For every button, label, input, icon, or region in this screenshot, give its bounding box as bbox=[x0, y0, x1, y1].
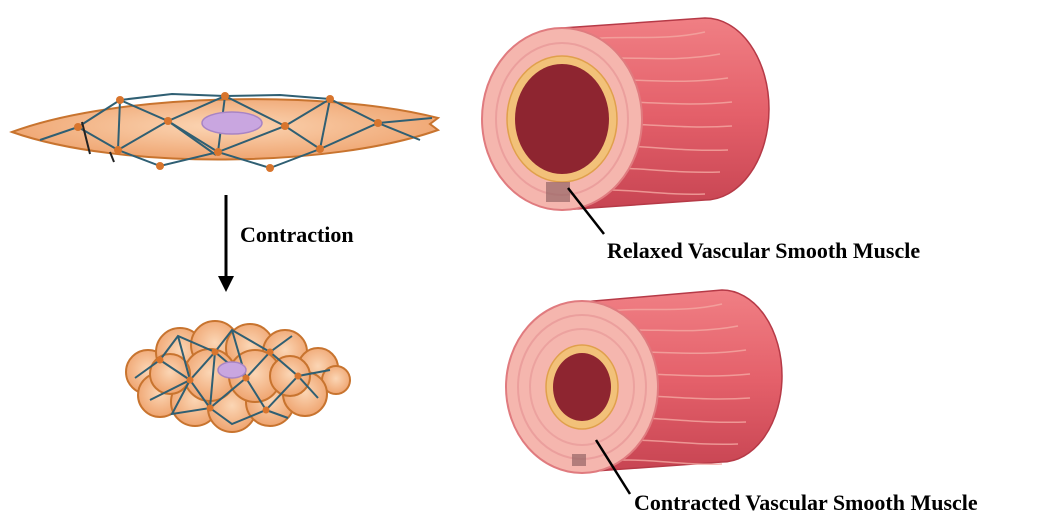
relaxed-vessel-label: Relaxed Vascular Smooth Muscle bbox=[607, 238, 920, 264]
contraction-label: Contraction bbox=[240, 222, 354, 248]
contracted-vessel bbox=[506, 290, 782, 494]
relaxed-cell-nucleus bbox=[202, 112, 262, 134]
relaxed-vessel bbox=[482, 18, 769, 234]
contracted-vessel-label: Contracted Vascular Smooth Muscle bbox=[634, 490, 978, 516]
contracted-vessel-marker bbox=[572, 454, 586, 466]
contracted-vessel-lumen bbox=[553, 353, 611, 421]
relaxed-vessel-lumen bbox=[515, 64, 609, 174]
contracted-muscle-cell bbox=[126, 321, 350, 432]
contracted-cell-nucleus bbox=[218, 362, 246, 378]
relaxed-vessel-marker bbox=[546, 182, 570, 202]
contraction-arrow bbox=[218, 195, 234, 292]
relaxed-muscle-cell bbox=[12, 92, 438, 172]
